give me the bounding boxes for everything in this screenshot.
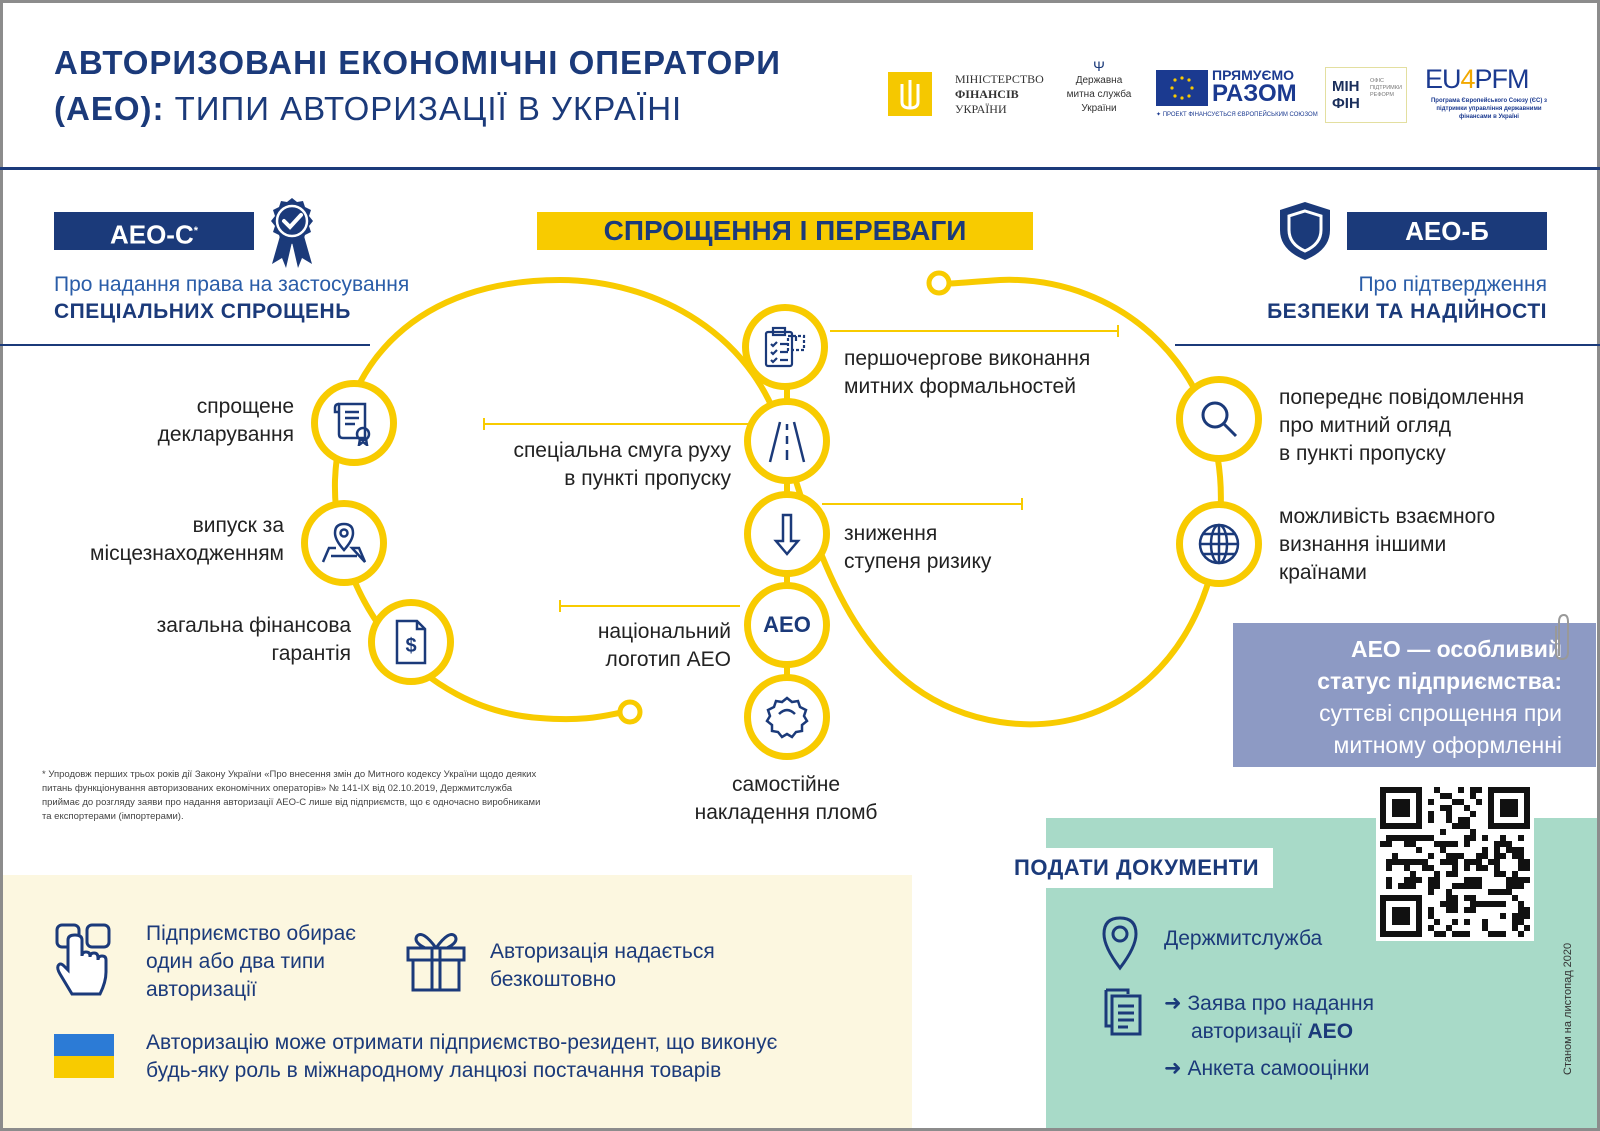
submit-documents-title: ПОДАТИ ДОКУМЕНТИ <box>1000 848 1274 888</box>
aeo-b-badge: АЕО-Б <box>1347 212 1547 250</box>
search-inspection-icon <box>1176 376 1262 462</box>
footnote: * Упродовж перших трьох років дії Закону… <box>42 769 541 822</box>
svg-text:$: $ <box>405 635 416 657</box>
date-note: Станом на листопад 2020 <box>1562 942 1574 1075</box>
conditions-panel <box>3 875 912 1128</box>
seal-stamp-icon <box>744 674 830 760</box>
ukraine-flag-yellow <box>54 1056 114 1078</box>
eu4pfm-logo: EU4PFM <box>1425 64 1530 94</box>
touch-choose-icon <box>54 922 112 1000</box>
qr-code[interactable] <box>1376 783 1534 941</box>
special-lane-road-icon <box>744 398 830 484</box>
header-divider <box>0 167 1600 170</box>
risk-down-arrow-icon <box>744 491 830 577</box>
ukraine-flag-blue <box>54 1034 114 1056</box>
aeo-b-subtitle-bold: БЕЗПЕКИ ТА НАДІЙНОСТІ <box>1267 300 1547 323</box>
arrow-icon: ➜ <box>1164 1057 1182 1080</box>
aeo-c-subtitle-bold: СПЕЦІАЛЬНИХ СПРОЩЕНЬ <box>54 300 351 323</box>
page-title-line1: АВТОРИЗОВАНІ ЕКОНОМІЧНІ ОПЕРАТОРИ <box>54 44 781 81</box>
aeo-status-callout: АЕО — особливий статус підприємства: сут… <box>1233 623 1596 767</box>
minfin-trident-logo <box>888 72 932 116</box>
razom-logo-subtitle: ✦ ПРОЕКТ ФІНАНСУЄТЬСЯ ЄВРОПЕЙСЬКИМ СОЮЗО… <box>1156 112 1318 118</box>
agency-name: Держмитслужба <box>1164 927 1323 950</box>
minfin-logo-text: МІНІСТЕРСТВО ФІНАНСІВ УКРАЇНИ <box>955 72 1044 116</box>
paperclip-icon <box>1554 612 1570 662</box>
shield-icon <box>1278 200 1332 262</box>
eu-flag-logo <box>1156 70 1208 106</box>
documents-icon <box>1102 986 1144 1038</box>
page-title-line2: (АЕО): ТИПИ АВТОРИЗАЦІЇ В УКРАЇНІ <box>54 90 683 127</box>
aeo-logo-circle: АЕО <box>744 582 830 668</box>
left-section-divider <box>0 344 370 346</box>
declaration-scroll-icon <box>311 380 397 466</box>
document-self-assessment: ➜ Анкета самооцінки <box>1164 1057 1370 1080</box>
arrow-icon: ➜ <box>1164 992 1182 1015</box>
customs-logo: Ψ Державна митна служба України <box>1064 58 1134 116</box>
right-section-divider <box>1175 344 1600 346</box>
aeo-b-subtitle: Про підтвердження <box>1358 273 1547 296</box>
award-ribbon-icon <box>266 196 318 268</box>
benefits-title: СПРОЩЕННЯ І ПЕРЕВАГИ <box>537 212 1033 250</box>
razom-logo: ПРЯМУЄМО РАЗОМ <box>1212 67 1297 107</box>
aeo-c-subtitle: Про надання права на застосування <box>54 273 410 296</box>
resident-eligibility-text: Авторизацію може отримати підприємство-р… <box>146 1031 778 1082</box>
eu4pfm-logo-subtitle: Програма Європейського Союзу (ЄС) з підт… <box>1430 98 1547 120</box>
document-application: ➜ Заява про надання авторизації АЕО <box>1164 992 1374 1043</box>
location-map-icon <box>301 500 387 586</box>
aeo-c-badge: АЕО-С* <box>54 212 254 250</box>
priority-clipboard-icon <box>742 304 828 390</box>
gift-icon <box>405 928 467 992</box>
globe-icon <box>1176 501 1262 587</box>
trident-icon: Ψ <box>1093 58 1105 74</box>
location-pin-icon <box>1100 915 1140 971</box>
financial-guarantee-document-icon: $ <box>368 599 454 685</box>
